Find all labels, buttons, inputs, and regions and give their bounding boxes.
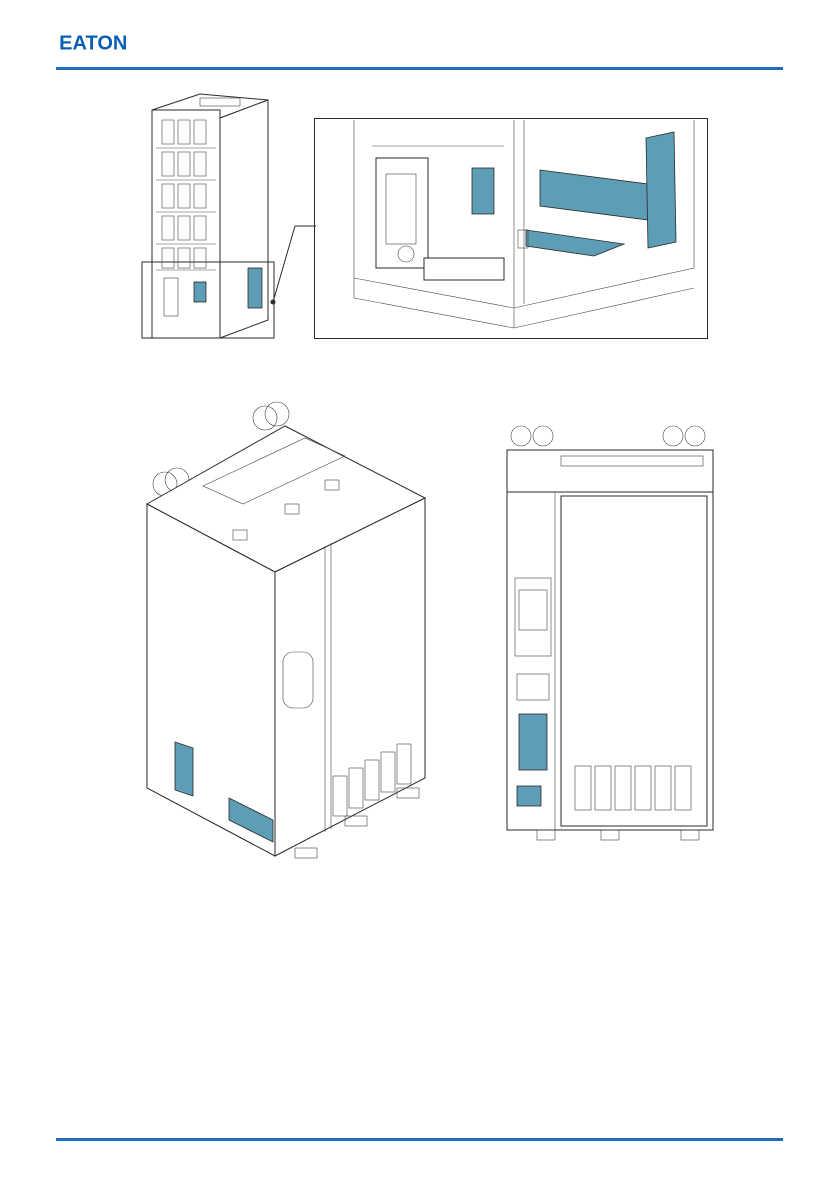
footer-rule bbox=[56, 1138, 783, 1141]
cabinet-detail-zoom-figure bbox=[314, 118, 708, 340]
cabinet-front-open-figure bbox=[140, 90, 280, 340]
cabinet-isometric-closed-figure bbox=[135, 396, 435, 866]
cabinet-front-door-open-figure bbox=[505, 420, 717, 846]
header-rule bbox=[56, 67, 783, 70]
logo-text: EATON bbox=[59, 32, 126, 52]
eaton-logo: EATON bbox=[56, 32, 126, 52]
detail-connector bbox=[270, 220, 320, 310]
